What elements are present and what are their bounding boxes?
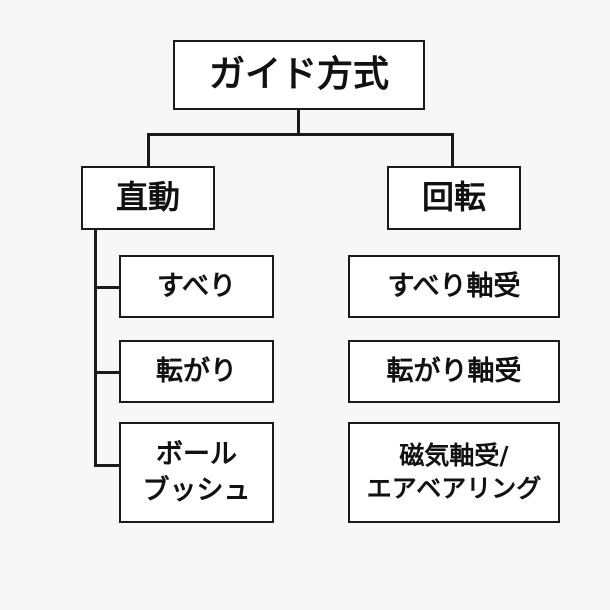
leaf-node-linear-rolling: 転がり <box>119 340 274 403</box>
leaf-label: 転がり <box>156 355 237 387</box>
left-connector-1 <box>94 286 120 289</box>
root-node: ガイド方式 <box>173 40 425 110</box>
category-node-rotary: 回転 <box>387 166 521 230</box>
root-stem-line <box>297 109 300 135</box>
left-connector-3 <box>94 464 120 467</box>
leaf-node-plain-bearing: すべり軸受 <box>348 255 560 318</box>
left-drop-line <box>147 133 150 167</box>
root-label: ガイド方式 <box>208 53 389 95</box>
left-trunk-line <box>94 229 97 466</box>
leaf-label: すべり <box>156 270 237 302</box>
branch-bar-line <box>147 133 453 136</box>
leaf-node-linear-sliding: すべり <box>119 255 274 318</box>
category-node-linear: 直動 <box>81 166 215 230</box>
leaf-node-rolling-bearing: 転がり軸受 <box>348 340 560 403</box>
leaf-label: ボール ブッシュ <box>142 439 251 506</box>
leaf-label: すべり軸受 <box>387 270 521 302</box>
leaf-node-magnetic-air-bearing: 磁気軸受/ エアベアリング <box>348 422 560 523</box>
category-label-linear: 直動 <box>115 178 180 217</box>
leaf-label: 転がり軸受 <box>386 355 522 387</box>
leaf-node-ball-bushing: ボール ブッシュ <box>119 422 274 523</box>
category-label-rotary: 回転 <box>421 178 486 217</box>
leaf-label: 磁気軸受/ エアベアリング <box>366 441 542 503</box>
right-drop-line <box>451 133 454 167</box>
left-connector-2 <box>94 371 120 374</box>
